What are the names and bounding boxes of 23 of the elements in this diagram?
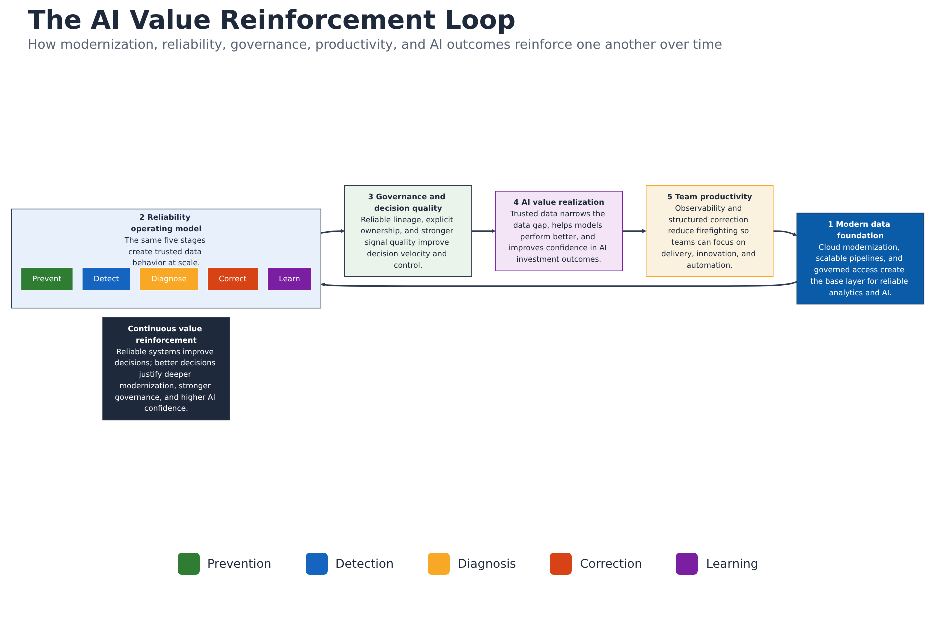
- legend-label: Correction: [580, 557, 642, 571]
- diagram-caption: How modernization, reliability, governance, productivity, and AI outcomes reinforce one another over time: [28, 38, 724, 53]
- node-box: [646, 185, 774, 278]
- node-box: [140, 268, 199, 291]
- arrow: [773, 230, 798, 236]
- node-box: [82, 268, 131, 291]
- legend-label: Diagnosis: [458, 557, 516, 571]
- diagram-title: The AI Value Reinforcement Loop: [28, 6, 517, 36]
- arrow: [321, 229, 346, 234]
- legend-label: Prevention: [208, 557, 272, 571]
- node-box: [495, 191, 624, 272]
- arrow: [622, 229, 647, 234]
- node-box: [21, 268, 74, 291]
- arrow: [320, 281, 798, 287]
- cluster: [11, 208, 322, 309]
- node-box: [102, 317, 230, 421]
- node-box: [208, 268, 258, 291]
- node-box: [344, 185, 472, 278]
- arrow: [472, 229, 496, 234]
- legend-label: Detection: [336, 557, 394, 571]
- legend-label: Learning: [706, 557, 758, 571]
- node-box: [267, 268, 312, 291]
- node-box: [796, 212, 925, 305]
